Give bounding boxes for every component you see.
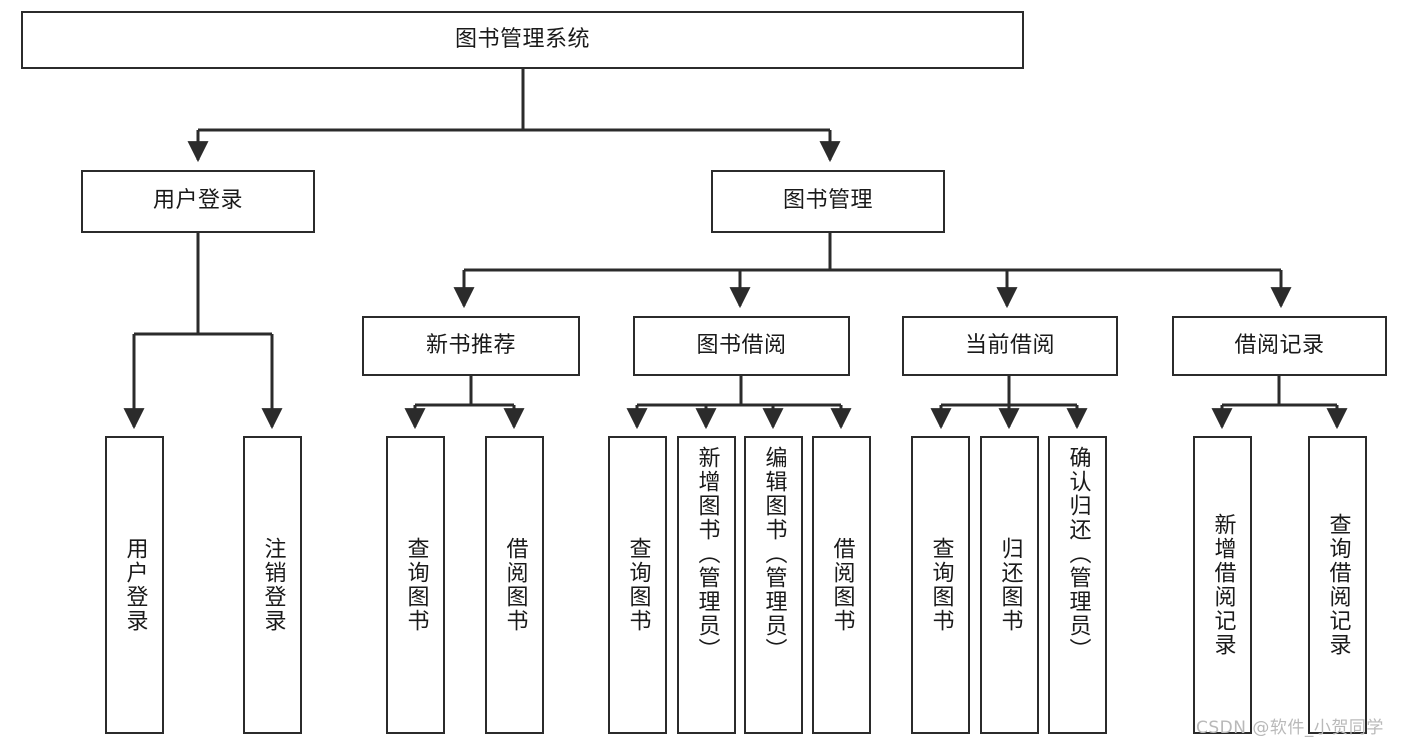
node-leaf-confirm-return-admin-label: 确认归还（管理员） [1065,446,1091,662]
node-user-login-label: 用户登录 [152,188,243,214]
node-borrow-record[interactable]: 借阅记录 [1172,316,1387,376]
node-new-book-recommend-label: 新书推荐 [425,332,516,358]
node-leaf-add-borrow-record[interactable]: 新增借阅记录 [1193,436,1252,734]
node-root-book-management-system[interactable]: 图书管理系统 [21,11,1024,69]
node-book-borrow-label: 图书借阅 [696,332,787,358]
node-leaf-confirm-return-admin[interactable]: 确认归还（管理员） [1048,436,1107,734]
node-leaf-borrow-book-new-label: 借阅图书 [502,537,528,633]
node-leaf-logout[interactable]: 注销登录 [243,436,302,734]
node-book-borrow[interactable]: 图书借阅 [633,316,850,376]
node-leaf-query-book-current-label: 查询图书 [928,537,954,633]
node-leaf-edit-book-admin[interactable]: 编辑图书（管理员） [744,436,803,734]
node-leaf-borrow-book-label: 借阅图书 [829,537,855,633]
node-leaf-borrow-book[interactable]: 借阅图书 [812,436,871,734]
node-leaf-query-book-new[interactable]: 查询图书 [386,436,445,734]
node-user-login[interactable]: 用户登录 [81,170,315,233]
node-current-borrow[interactable]: 当前借阅 [902,316,1118,376]
node-leaf-add-book-admin-label: 新增图书（管理员） [694,446,720,662]
node-leaf-query-borrow-record-label: 查询借阅记录 [1325,513,1351,657]
node-current-borrow-label: 当前借阅 [964,332,1055,358]
node-leaf-return-book-label: 归还图书 [997,537,1023,633]
node-leaf-user-login[interactable]: 用户登录 [105,436,164,734]
node-leaf-return-book[interactable]: 归还图书 [980,436,1039,734]
node-leaf-add-book-admin[interactable]: 新增图书（管理员） [677,436,736,734]
node-book-management-label: 图书管理 [782,188,873,214]
node-book-management[interactable]: 图书管理 [711,170,945,233]
node-new-book-recommend[interactable]: 新书推荐 [362,316,580,376]
node-leaf-edit-book-admin-label: 编辑图书（管理员） [761,446,787,662]
node-leaf-query-book-borrow[interactable]: 查询图书 [608,436,667,734]
node-leaf-query-book-new-label: 查询图书 [403,537,429,633]
node-leaf-query-borrow-record[interactable]: 查询借阅记录 [1308,436,1367,734]
node-leaf-user-login-label: 用户登录 [122,537,148,633]
node-borrow-record-label: 借阅记录 [1234,332,1325,358]
node-leaf-borrow-book-new[interactable]: 借阅图书 [485,436,544,734]
node-root-label: 图书管理系统 [454,26,590,52]
node-leaf-logout-label: 注销登录 [260,537,286,633]
node-leaf-query-book-borrow-label: 查询图书 [625,537,651,633]
node-leaf-query-book-current[interactable]: 查询图书 [911,436,970,734]
node-leaf-add-borrow-record-label: 新增借阅记录 [1210,513,1236,657]
